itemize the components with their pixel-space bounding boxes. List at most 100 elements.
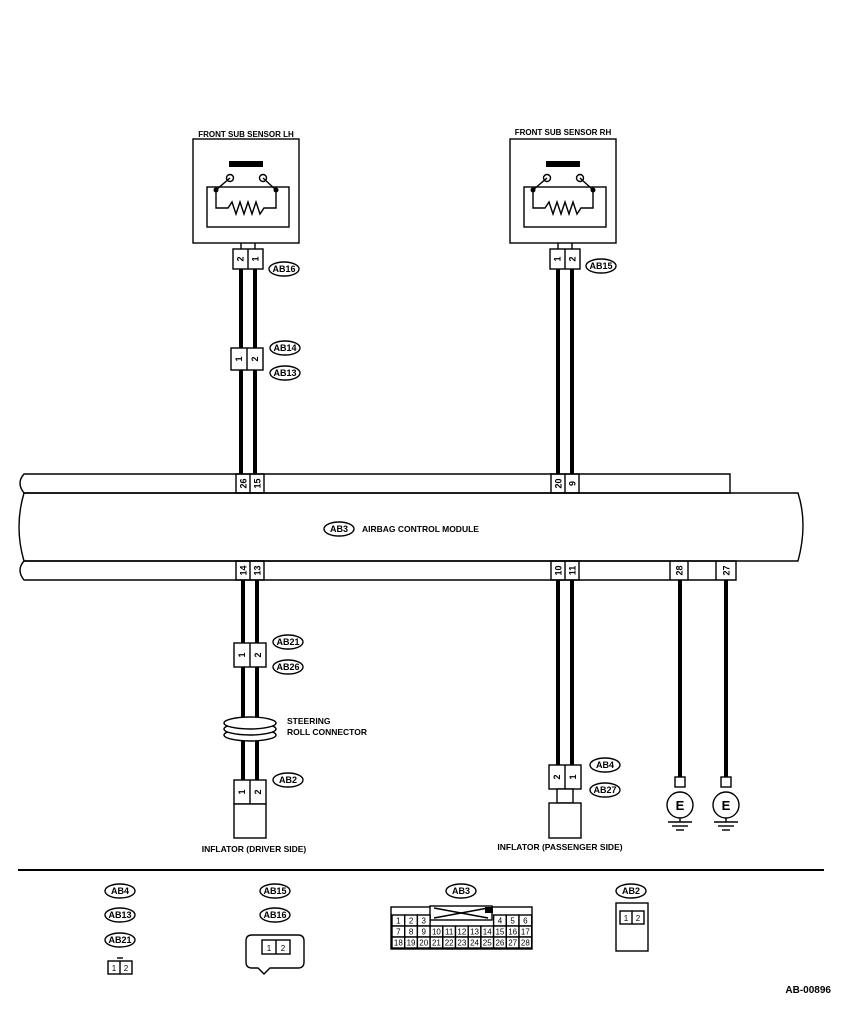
ab3-pin-label: 2 — [409, 917, 414, 926]
sensor-lh-pin-a: 2 — [236, 256, 246, 261]
front-sub-sensor-rh: FRONT SUB SENSOR RH 1 2 AB15 — [509, 128, 617, 274]
module-pin-13: 13 — [253, 565, 263, 575]
legend-ab21-label: AB21 — [108, 935, 131, 945]
ab3-pin-label: 17 — [521, 928, 530, 937]
ab3-pin-label: 18 — [394, 939, 403, 948]
connector-ab27-badge — [589, 782, 621, 798]
steering-label-line1: STEERING — [287, 716, 331, 726]
driver-inflator-pin-b: 2 — [253, 789, 263, 794]
sensor-rh-title: FRONT SUB SENSOR RH — [515, 128, 612, 137]
connector-ab2-badge — [272, 772, 304, 788]
ground-27: E — [712, 580, 740, 831]
ab3-pin-label: 7 — [396, 928, 401, 937]
connector-ab21-label: AB21 — [276, 637, 299, 647]
module-pin-15: 15 — [253, 478, 263, 488]
sensor-rh-housing — [509, 138, 617, 244]
module-pin-27: 27 — [722, 565, 732, 575]
ab3-pin-label: 5 — [510, 917, 515, 926]
passenger-pin-b: 1 — [568, 774, 578, 779]
legend-ab2-label: AB2 — [622, 886, 640, 896]
sensor-rh-pin-b: 2 — [568, 256, 578, 261]
legend-g2-pin-2: 2 — [281, 944, 286, 953]
ab3-pin-label: 24 — [470, 939, 479, 948]
sensor-lh-title: FRONT SUB SENSOR LH — [198, 130, 294, 139]
legend-group-1: AB4 AB13 AB21 1 2 — [104, 883, 136, 975]
module-title: AIRBAG CONTROL MODULE — [362, 524, 479, 534]
ground-27-label: E — [722, 798, 731, 813]
driver-mid-pin-b: 2 — [253, 652, 263, 657]
legend-g1-pin-1: 1 — [112, 964, 117, 973]
legend-ab4-label: AB4 — [111, 886, 129, 896]
module-pin-11: 11 — [568, 566, 578, 576]
ab3-pin-label: 28 — [521, 939, 530, 948]
ab3-pin-label: 23 — [457, 939, 466, 948]
ab3-pin-label: 13 — [470, 928, 479, 937]
connector-ab26-badge — [272, 659, 304, 675]
mid-lh-pin-b: 2 — [250, 356, 260, 361]
sensor-lh-inner-loop — [206, 186, 290, 228]
airbag-control-module: AB3 AIRBAG CONTROL MODULE 26 15 20 9 14 … — [18, 473, 804, 581]
ab3-pin-label: 9 — [422, 928, 427, 937]
connector-ab16-badge — [268, 261, 300, 277]
ab3-pin-label: 21 — [432, 939, 441, 948]
legend-ab13-label: AB13 — [108, 910, 131, 920]
sensor-lh-housing — [192, 138, 300, 244]
ab3-pin-label: 3 — [422, 917, 427, 926]
ab3-pin-label: 25 — [483, 939, 492, 948]
module-code-badge — [323, 521, 355, 537]
legend-g4-pin-2: 2 — [636, 914, 641, 923]
mid-lh-pin-a: 1 — [234, 356, 244, 361]
ground-28: E — [666, 580, 694, 831]
module-pin-9: 9 — [568, 481, 578, 486]
module-pin-10: 10 — [554, 565, 564, 575]
legend-group-4: AB2 1 2 — [615, 883, 649, 952]
ab3-pin-label: 4 — [498, 917, 503, 926]
legend-ab2-connector — [615, 902, 649, 952]
ground-28-label: E — [676, 798, 685, 813]
module-bottom-strip — [19, 560, 737, 581]
sensor-rh-resistor — [532, 177, 594, 217]
connector-ab2-label: AB2 — [279, 775, 297, 785]
ab3-pin-cell — [518, 936, 533, 949]
connector-ab4-label: AB4 — [596, 760, 614, 770]
steering-label-line2: ROLL CONNECTOR — [287, 727, 367, 737]
ab3-pin-label: 11 — [445, 928, 454, 937]
passenger-pin-a: 2 — [552, 774, 562, 779]
ab3-pin-label: 16 — [508, 928, 517, 937]
sensor-rh-contact-bar — [546, 161, 580, 167]
steering-roll-connector — [223, 716, 277, 742]
wires-lh: 1 2 AB14 AB13 — [230, 269, 301, 474]
module-body — [18, 492, 804, 562]
ab3-pin-label: 1 — [396, 917, 401, 926]
ab3-pin-label: 6 — [523, 917, 528, 926]
legend-ab16-label: AB16 — [263, 910, 286, 920]
ab3-pin-label: 26 — [495, 939, 504, 948]
figure-id: AB-00896 — [785, 985, 831, 996]
legend-g1-pin-2: 2 — [124, 964, 129, 973]
ab3-pin-label: 10 — [432, 928, 441, 937]
legend-g4-pin-1: 1 — [624, 914, 629, 923]
wires-rh — [556, 269, 574, 474]
connector-ab26-label: AB26 — [276, 662, 299, 672]
sensor-lh-pin-b: 1 — [251, 256, 261, 261]
module-pin-26: 26 — [239, 478, 249, 488]
passenger-inflator-body — [548, 802, 582, 839]
driver-mid-pin-a: 1 — [237, 652, 247, 657]
module-pin-28: 28 — [675, 565, 685, 575]
ab3-pin-label: 12 — [457, 928, 466, 937]
sensor-lh-resistor — [215, 177, 277, 217]
ab3-pin-label: 27 — [508, 939, 517, 948]
sensor-rh-pin-a: 1 — [553, 256, 563, 261]
legend-group-2: AB15 AB16 1 2 — [245, 883, 305, 975]
driver-inflator-body — [233, 803, 267, 839]
ab3-pin-label: 14 — [483, 928, 492, 937]
ab3-pin-label: 8 — [409, 928, 414, 937]
passenger-side-circuit: 2 1 AB4 AB27 INFLATOR (PASSENGER SIDE) — [497, 580, 623, 852]
connector-ab21-badge — [272, 634, 304, 650]
sensor-rh-inner-loop — [523, 186, 607, 228]
ab3-pin-label: 20 — [419, 939, 428, 948]
connector-ab15-label: AB15 — [589, 261, 612, 271]
